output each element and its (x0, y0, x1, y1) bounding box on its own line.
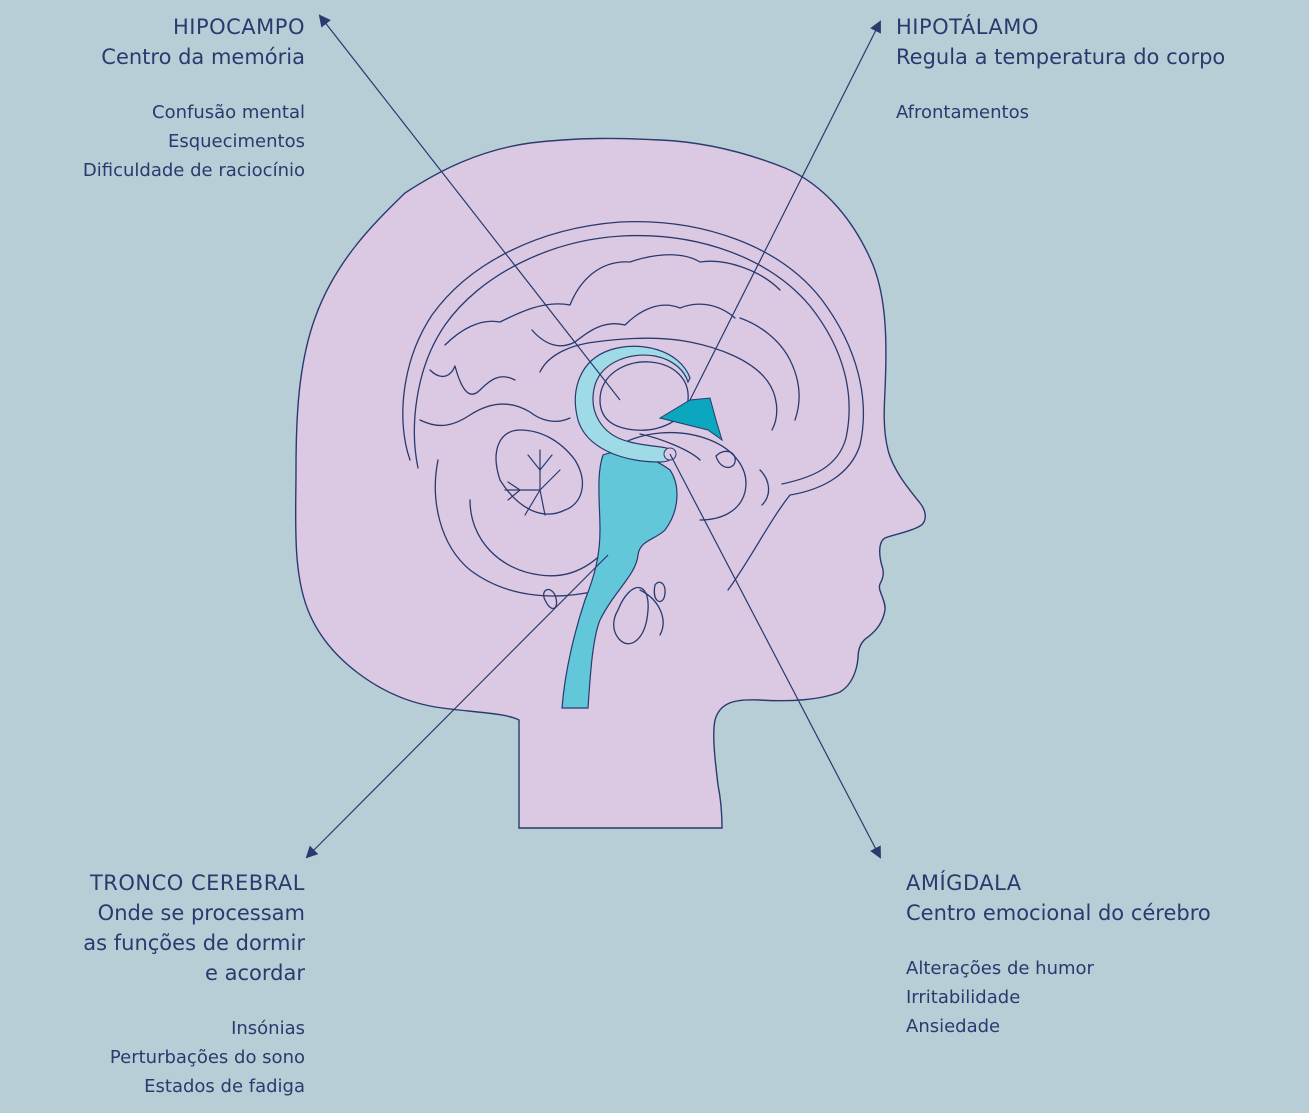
tronco-label-block: TRONCO CEREBRAL Onde se processam as fun… (83, 868, 305, 1101)
hipocampo-symptoms: Confusão mental Esquecimentos Dificuldad… (83, 98, 305, 185)
tronco-symptoms: Insónias Perturbações do sono Estados de… (83, 1014, 305, 1101)
amigdala-label-block: AMÍGDALA Centro emocional do cérebro Alt… (906, 868, 1211, 1041)
hipocampo-title: HIPOCAMPO (83, 12, 305, 42)
tronco-title: TRONCO CEREBRAL (83, 868, 305, 898)
amigdala-description: Centro emocional do cérebro (906, 898, 1211, 928)
tronco-description-line: e acordar (83, 958, 305, 988)
symptom: Confusão mental (83, 98, 305, 127)
symptom: Esquecimentos (83, 127, 305, 156)
hipocampo-description: Centro da memória (83, 42, 305, 72)
symptom: Estados de fadiga (83, 1072, 305, 1101)
hipotalamo-label-block: HIPOTÁLAMO Regula a temperatura do corpo… (896, 12, 1225, 127)
symptom: Dificuldade de raciocínio (83, 156, 305, 185)
symptom: Irritabilidade (906, 983, 1211, 1012)
amigdala-title: AMÍGDALA (906, 868, 1211, 898)
symptom: Afrontamentos (896, 98, 1225, 127)
symptom: Insónias (83, 1014, 305, 1043)
symptom: Ansiedade (906, 1012, 1211, 1041)
tronco-description-line: Onde se processam (83, 898, 305, 928)
hipocampo-label-block: HIPOCAMPO Centro da memória Confusão men… (83, 12, 305, 185)
hipotalamo-symptoms: Afrontamentos (896, 98, 1225, 127)
tronco-description-line: as funções de dormir (83, 928, 305, 958)
hipotalamo-description: Regula a temperatura do corpo (896, 42, 1225, 72)
symptom: Alterações de humor (906, 954, 1211, 983)
amigdala-symptoms: Alterações de humor Irritabilidade Ansie… (906, 954, 1211, 1041)
symptom: Perturbações do sono (83, 1043, 305, 1072)
hipotalamo-title: HIPOTÁLAMO (896, 12, 1225, 42)
